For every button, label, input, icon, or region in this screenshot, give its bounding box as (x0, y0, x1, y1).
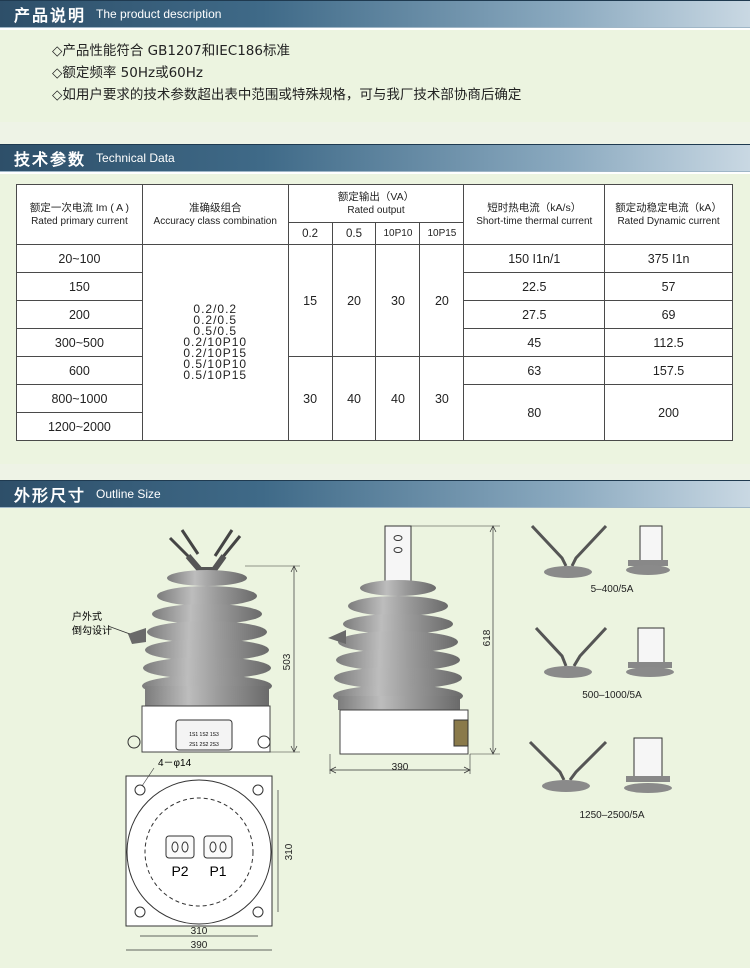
thermal-cell: 63 (463, 356, 606, 385)
dynamic-cell: 69 (604, 300, 733, 329)
dimension-width-390-side: 390 (392, 762, 409, 773)
dynamic-cell: 375 I1n (604, 244, 733, 273)
front-view: 1S1 1S2 1S3 2S1 2S2 2S3 户外式 倒勾设计 503 (72, 529, 300, 753)
output-cell: 40 (331, 356, 377, 441)
dimension-390-horizontal: 390 (191, 940, 208, 951)
nameplate-text-top: 1S1 1S2 1S3 (189, 732, 219, 738)
description-title-zh: 产品说明 (14, 6, 87, 25)
technical-section-header: 技术参数 Technical Data (0, 144, 750, 172)
output-col-header: 0.2 (287, 222, 333, 245)
technical-data-box: 额定一次电流 Im ( A ) Rated primary current 准确… (0, 174, 750, 464)
thermal-cell: 45 (463, 328, 606, 357)
header-rated-output: 额定输出（VA） Rated output (287, 184, 465, 223)
terminal-caption-3: 1250–2500/5A (579, 810, 644, 821)
output-col-header: 0.5 (331, 222, 377, 245)
thermal-cell: 80 (463, 384, 606, 441)
header-accuracy: 准确级组合 Accuracy class combination (141, 184, 289, 245)
dimension-310-vertical: 310 (284, 843, 295, 860)
primary-current-cell: 150 (16, 272, 143, 301)
output-cell: 40 (375, 356, 421, 441)
output-col-header: 10P15 (419, 222, 465, 245)
outdoor-label-2: 倒勾设计 (72, 624, 112, 637)
terminal-caption-2: 500–1000/5A (582, 690, 642, 701)
terminal-caption-1: 5–400/5A (591, 584, 634, 595)
output-cell: 30 (419, 356, 465, 441)
terminal-variant-2: 500–1000/5A (534, 626, 674, 701)
output-cell: 30 (287, 356, 333, 441)
header-primary-current: 额定一次电流 Im ( A ) Rated primary current (16, 184, 143, 245)
dimension-310-horizontal: 310 (191, 926, 208, 937)
side-view: 618 390 (328, 525, 500, 774)
dynamic-cell: 157.5 (604, 356, 733, 385)
output-cell: 20 (331, 244, 377, 357)
output-cell: 30 (375, 244, 421, 357)
accuracy-combination-cell: 0.2/0.2 0.2/0.5 0.5/0.5 0.2/10P10 0.2/10… (141, 244, 289, 441)
thermal-cell: 22.5 (463, 272, 606, 301)
outline-section-header: 外形尺寸 Outline Size (0, 480, 750, 508)
primary-current-cell: 800~1000 (16, 384, 143, 413)
description-title-en: The product description (96, 7, 222, 21)
plan-view: P2 P1 4－φ14 310 310 390 (125, 758, 295, 951)
dynamic-cell: 112.5 (604, 328, 733, 357)
output-cell: 20 (419, 244, 465, 357)
header-dynamic: 额定动稳定电流（kA） Rated Dynamic current (604, 184, 733, 245)
primary-current-cell: 200 (16, 300, 143, 329)
outline-title-zh: 外形尺寸 (14, 486, 87, 505)
dynamic-cell: 57 (604, 272, 733, 301)
header-thermal: 短时热电流（kA/s） Short-time thermal current (463, 184, 606, 245)
description-section-header: 产品说明 The product description (0, 0, 750, 28)
spacer-band (0, 122, 750, 144)
primary-current-cell: 20~100 (16, 244, 143, 273)
outline-drawing-area: 1S1 1S2 1S3 2S1 2S2 2S3 户外式 倒勾设计 503 (0, 508, 750, 968)
outline-drawing: 1S1 1S2 1S3 2S1 2S2 2S3 户外式 倒勾设计 503 (72, 524, 674, 951)
terminal-p1-label: P1 (209, 863, 226, 879)
nameplate-text-bottom: 2S1 2S2 2S3 (189, 742, 219, 748)
output-cell: 15 (287, 244, 333, 357)
holes-label: 4－φ14 (158, 758, 192, 769)
output-col-header: 10P10 (375, 222, 421, 245)
thermal-cell: 27.5 (463, 300, 606, 329)
terminal-variant-1: 5–400/5A (530, 524, 670, 595)
description-box: ◇产品性能符合 GB1207和IEC186标准 ◇额定频率 50Hz或60Hz … (0, 30, 750, 122)
terminal-variant-3: 1250–2500/5A (528, 737, 672, 821)
terminal-p2-label: P2 (171, 863, 188, 879)
primary-current-cell: 600 (16, 356, 143, 385)
thermal-cell: 150 I1n/1 (463, 244, 606, 273)
primary-current-cell: 1200~2000 (16, 412, 143, 441)
dimension-height-618: 618 (482, 629, 493, 646)
description-line: ◇产品性能符合 GB1207和IEC186标准 (52, 43, 290, 59)
outdoor-label-1: 户外式 (72, 610, 102, 623)
dynamic-cell: 200 (604, 384, 733, 441)
technical-data-table: 额定一次电流 Im ( A ) Rated primary current 准确… (16, 184, 733, 441)
dimension-height-503: 503 (282, 653, 293, 670)
description-line: ◇如用户要求的技术参数超出表中范围或特殊规格，可与我厂技术部协商后确定 (52, 87, 522, 103)
technical-title-zh: 技术参数 (14, 150, 87, 169)
description-line: ◇额定频率 50Hz或60Hz (52, 65, 204, 81)
primary-current-cell: 300~500 (16, 328, 143, 357)
outline-title-en: Outline Size (96, 487, 161, 501)
technical-title-en: Technical Data (96, 151, 175, 165)
